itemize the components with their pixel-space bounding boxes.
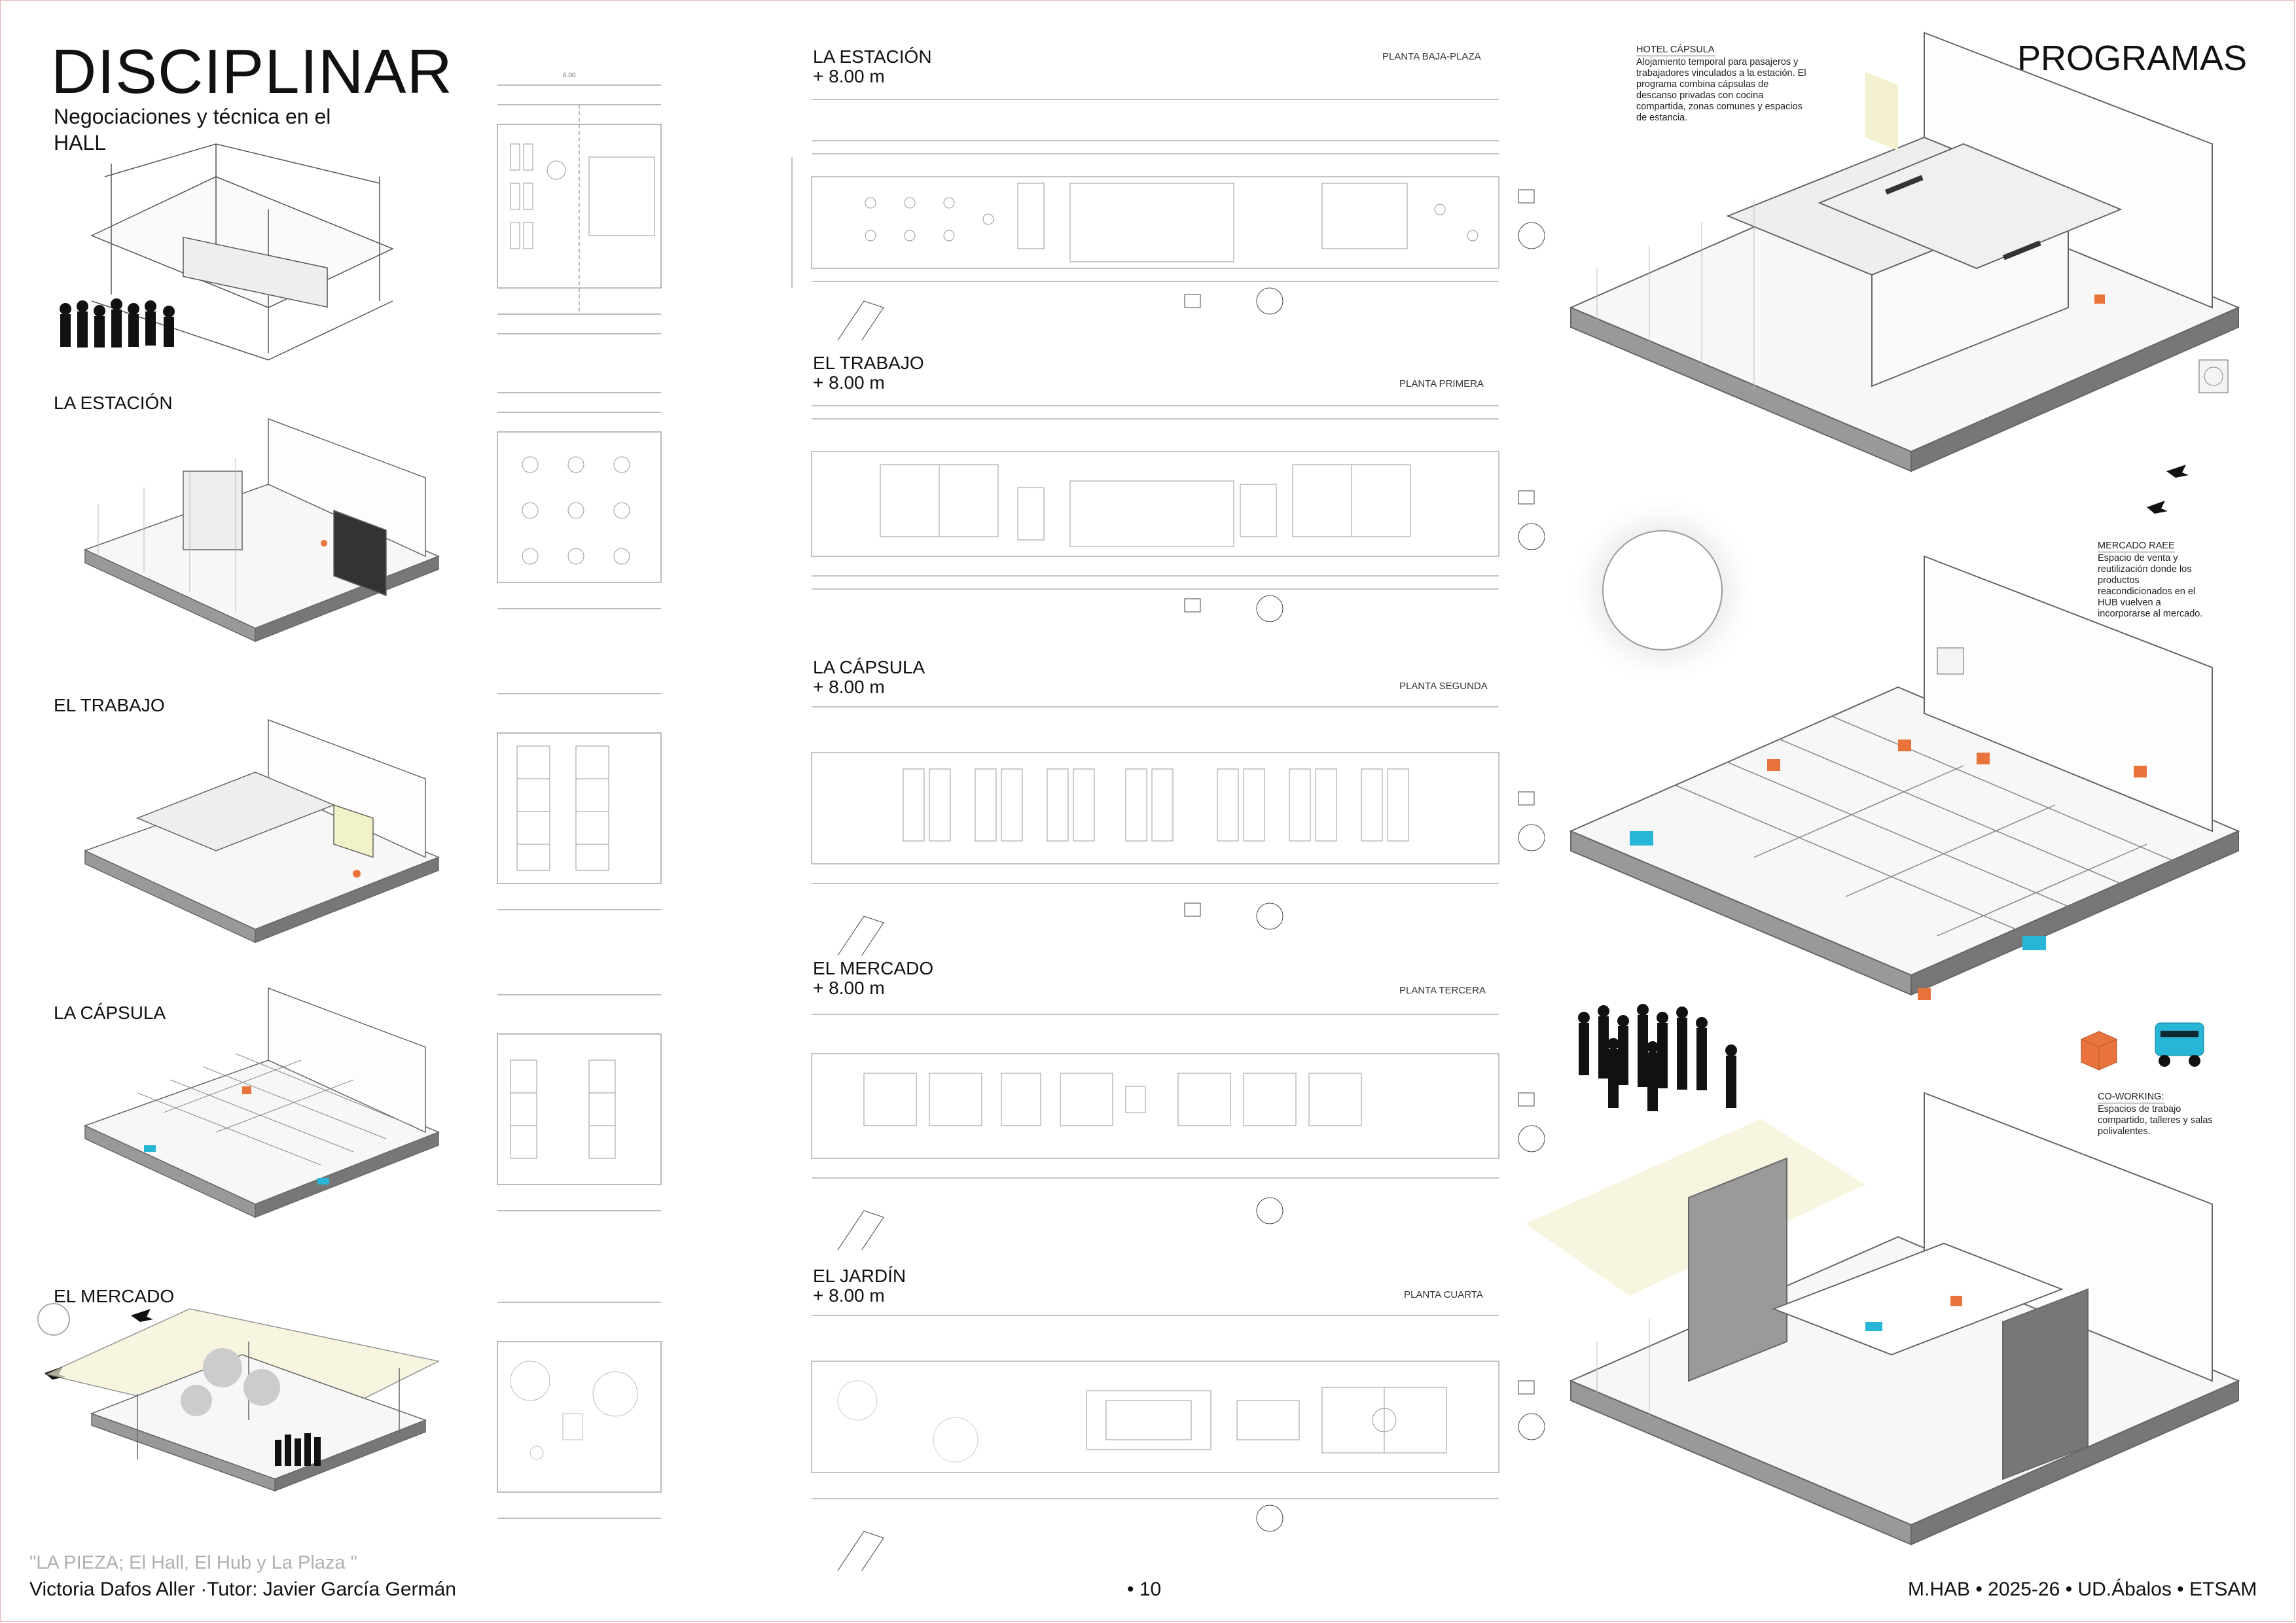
- plan-tag-tercera: PLANTA TERCERA: [1399, 985, 1486, 996]
- long-plan-capsula: [811, 706, 1545, 955]
- footer-quote: "LA PIEZA; El Hall, El Hub y La Plaza ": [29, 1552, 357, 1573]
- sun-circle: [1602, 530, 1723, 651]
- plan-title-mercado: EL MERCADO+ 8.00 m: [813, 958, 934, 998]
- section-label-estacion: LA ESTACIÓN: [54, 393, 173, 413]
- long-plan-jardin: [811, 1315, 1545, 1571]
- iso-trabajo: [84, 719, 440, 944]
- footer-page-number: • 10: [1127, 1578, 1162, 1600]
- narrow-plan-2: [497, 392, 662, 609]
- section-label-trabajo: EL TRABAJO: [54, 695, 165, 715]
- footer-course: M.HAB • 2025-26 • UD.Ábalos • ETSAM: [1908, 1578, 2257, 1600]
- crowd-silhouettes: [1578, 1004, 1737, 1111]
- iso-coworking: [1525, 1092, 2240, 1546]
- dim-module: 6.00: [563, 72, 576, 79]
- iso-mercado-raee: [1569, 555, 2240, 1000]
- iso-hotel-capsula: [1569, 31, 2240, 514]
- long-plan-estacion: [791, 99, 1545, 340]
- footer-author: Victoria Dafos Aller ·Tutor: Javier Garc…: [29, 1578, 456, 1600]
- long-plan-mercado: [811, 1014, 1545, 1250]
- hall-axonometric: [60, 143, 394, 361]
- iso-jardin: [37, 1303, 440, 1492]
- long-plan-trabajo: [811, 405, 1545, 622]
- plan-title-estacion: LA ESTACIÓN+ 8.00 m: [813, 46, 932, 86]
- narrow-plan-1: 6.00: [497, 72, 662, 334]
- plan-tag-cuarta: PLANTA CUARTA: [1404, 1289, 1483, 1300]
- plan-tag-segunda: PLANTA SEGUNDA: [1399, 681, 1488, 692]
- plan-title-trabajo: EL TRABAJO+ 8.00 m: [813, 353, 924, 393]
- section-label-mercado: EL MERCADO: [54, 1286, 175, 1306]
- narrow-plan-3: [497, 693, 662, 910]
- parcel-box-icon: [2081, 1031, 2117, 1071]
- narrow-plan-4: [497, 994, 662, 1211]
- narrow-plan-5: [497, 1302, 662, 1519]
- plan-title-jardin: EL JARDÍN+ 8.00 m: [813, 1266, 906, 1306]
- plan-tag-primera: PLANTA PRIMERA: [1399, 378, 1484, 389]
- programas-title: PROGRAMAS: [2017, 39, 2248, 78]
- iso-estacion: [84, 418, 440, 643]
- plan-title-capsula: LA CÁPSULA+ 8.00 m: [813, 657, 925, 697]
- page-subtitle: Negociaciones y técnica en el HALL: [54, 105, 331, 154]
- section-label-capsula: LA CÁPSULA: [54, 1003, 166, 1023]
- delivery-robot-icon: [2155, 1022, 2204, 1067]
- plan-tag-baja: PLANTA BAJA-PLAZA: [1382, 51, 1481, 62]
- annotation-coworking: CO-WORKING:Espacios de trabajo compartid…: [2098, 1092, 2213, 1137]
- iso-capsula: [84, 987, 440, 1219]
- page-title: DISCIPLINAR: [51, 37, 453, 107]
